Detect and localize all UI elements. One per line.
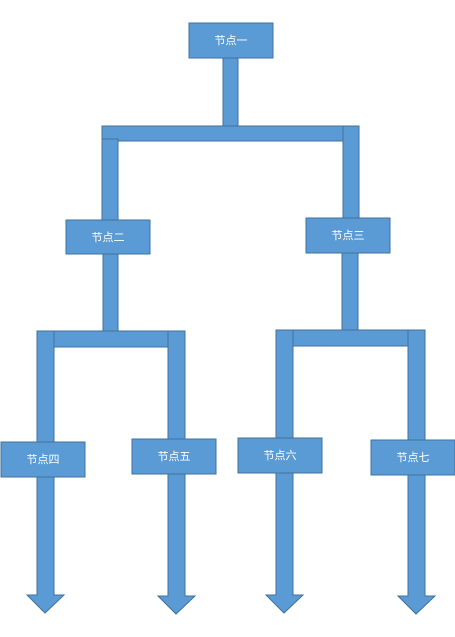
connector-node2-stem: [102, 252, 119, 334]
node-7-label: 节点七: [397, 451, 430, 464]
connector-root-stem: [222, 57, 239, 129]
node-1-label: 节点一: [215, 34, 248, 47]
connector-level2-right-crossbar: [275, 329, 426, 347]
node-7[interactable]: 节点七: [370, 439, 455, 476]
node-6-label: 节点六: [264, 449, 297, 462]
node-3-box: [305, 217, 391, 254]
node-5-label: 节点五: [158, 450, 191, 463]
connector-node6-upper: [275, 329, 294, 441]
node-5[interactable]: 节点五: [131, 438, 217, 475]
node-4[interactable]: 节点四: [0, 441, 86, 478]
connector-node5-upper: [167, 330, 186, 441]
node-3-label: 节点三: [332, 229, 365, 242]
arrow-down-node7: [396, 474, 437, 615]
node-2-label: 节点二: [92, 231, 125, 244]
node-7-box: [370, 439, 455, 476]
node-4-box: [0, 441, 86, 478]
arrow-down-node6: [264, 472, 305, 614]
connector-node3-stem: [341, 251, 359, 333]
connector-right-branch: [342, 125, 360, 220]
connector-node7-upper: [407, 329, 426, 442]
connector-left-branch: [101, 138, 119, 222]
node-2[interactable]: 节点二: [65, 219, 151, 255]
node-5-box: [131, 438, 217, 475]
connector-level2-left-crossbar: [36, 330, 186, 348]
node-1-box: [188, 22, 274, 59]
node-6[interactable]: 节点六: [237, 437, 323, 474]
node-3[interactable]: 节点三: [305, 217, 391, 254]
connector-node4-upper: [36, 330, 55, 444]
arrow-down-node5: [156, 473, 197, 615]
node-1[interactable]: 节点一: [188, 22, 274, 59]
node-6-box: [237, 437, 323, 474]
arrow-down-node4: [25, 475, 66, 614]
node-4-label: 节点四: [27, 453, 60, 466]
node-2-box: [65, 219, 151, 255]
connector-level1-crossbar: [101, 125, 360, 142]
